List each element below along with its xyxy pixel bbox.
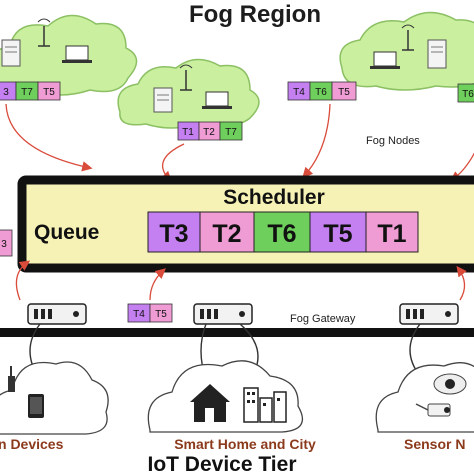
queue-task: T5 (323, 220, 352, 248)
house-icon (190, 384, 230, 422)
arrow (302, 103, 331, 178)
queue-task: T3 (159, 220, 188, 248)
right-cloud-tasks: T4 T6 T5 (287, 81, 357, 101)
task-chip: T5 (43, 87, 55, 98)
router-icon (27, 303, 87, 325)
walkie-talkie-icon (8, 366, 15, 392)
phone-icon (28, 394, 44, 418)
middle-cloud-tasks: T1 T2 T7 (177, 121, 243, 141)
task-chip: T6 (462, 89, 474, 100)
device-group-label: n Devices (0, 436, 64, 452)
device-cloud (375, 362, 474, 433)
arrow (160, 143, 185, 182)
device-group-label: Smart Home and City (174, 436, 316, 452)
gateway-tasks: T4 T5 (127, 303, 173, 323)
laptop-icon (62, 45, 92, 63)
arrow (5, 103, 93, 172)
antenna-icon (179, 64, 193, 91)
cctv-icon (415, 403, 451, 417)
task-chip: T5 (155, 309, 167, 320)
device-group-label: Sensor N (404, 436, 465, 452)
server-icon (153, 87, 173, 113)
task-chip: T5 (338, 87, 350, 98)
task-chip: T7 (225, 127, 237, 138)
cloud-middle (117, 58, 260, 129)
antenna-icon (401, 24, 415, 51)
task-chip: 3 (1, 239, 7, 250)
scheduler-label: Scheduler (223, 186, 325, 209)
task-chip: T4 (293, 87, 305, 98)
arrow (456, 265, 467, 301)
fog-gateway-bar (0, 328, 474, 337)
task-chip: T2 (203, 127, 215, 138)
queue-task: T6 (267, 220, 296, 248)
antenna-icon (37, 18, 51, 47)
arrow (15, 260, 31, 301)
task-chip: T6 (315, 87, 327, 98)
cloud-right (339, 11, 474, 91)
fog-gateway-label: Fog Gateway (290, 313, 356, 325)
server-icon (427, 39, 447, 69)
arrow (149, 268, 166, 301)
far-right-task: T6 (457, 83, 474, 103)
diagram-title: Fog Region (189, 1, 321, 28)
tier-label: IoT Device Tier (147, 453, 296, 474)
router-icon (193, 303, 253, 325)
task-chip: T4 (133, 309, 145, 320)
queue-task: T2 (212, 220, 241, 248)
task-chip: T7 (21, 87, 33, 98)
queue-cells: T3 T2 T6 T5 T1 (147, 211, 419, 253)
laptop-icon (370, 51, 400, 69)
left-cloud-tasks: 3 T7 T5 (0, 81, 61, 101)
laptop-icon (202, 91, 232, 109)
task-chip: T1 (182, 127, 194, 138)
fog-nodes-label: Fog Nodes (366, 135, 420, 147)
device-cloud (0, 361, 109, 435)
queue-task: T1 (377, 220, 406, 248)
task-chip: 3 (3, 87, 9, 98)
city-icon (243, 387, 287, 423)
server-icon (1, 39, 21, 67)
queue-label: Queue (34, 221, 99, 244)
left-edge-task: 3 (0, 229, 13, 257)
router-icon (399, 303, 459, 325)
camera-icon (433, 373, 467, 395)
